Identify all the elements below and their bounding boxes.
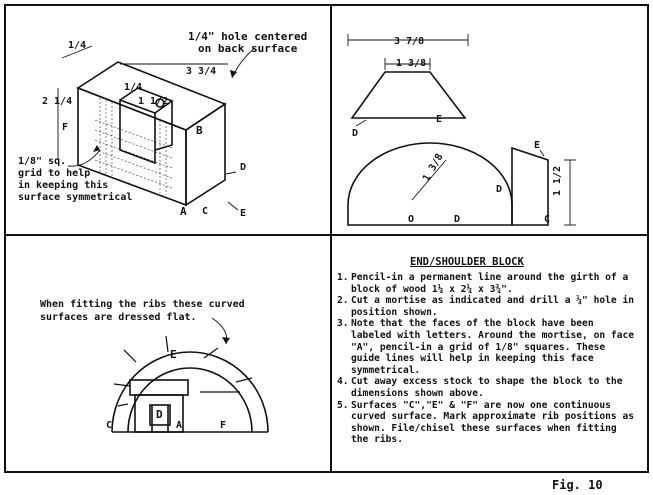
outer-arch <box>111 351 269 433</box>
view-label-c: C <box>544 214 550 225</box>
face-label-e: E <box>240 208 246 219</box>
center-mortise <box>149 404 171 426</box>
view-label-e1: E <box>436 114 442 125</box>
dim-side: 1 1/2 <box>552 166 563 196</box>
dim-right: 3 3/4 <box>186 66 216 77</box>
dim-top: 1/4 <box>68 40 86 51</box>
hole-circle <box>155 98 165 108</box>
instruction-step: 4.Cut away excess stock to shape the blo… <box>337 376 623 399</box>
dim-mortise-b: 1 1/2 <box>138 96 168 107</box>
grid-note-line3: in keeping this <box>18 179 108 191</box>
face-label-c: C <box>202 206 208 217</box>
rib-label-c: C <box>106 420 112 431</box>
hole-note-line1: 1/4" hole centered <box>188 30 307 43</box>
face-label-a: A <box>180 205 187 218</box>
semicircle-view <box>347 142 513 226</box>
top-face-outline <box>76 61 227 131</box>
grid-note-line2: grid to help <box>18 167 90 179</box>
mortise-outline <box>119 98 156 165</box>
dim-inner: 1 3/8 <box>396 58 426 69</box>
face-label-d: D <box>240 162 246 173</box>
rib-label-f: F <box>220 420 226 431</box>
instruction-step: 1.Pencil-in a permanent line around the … <box>337 272 629 295</box>
rib-label-a: A <box>176 420 182 431</box>
instructions-title: END/SHOULDER BLOCK <box>410 256 524 268</box>
trapezoid-view <box>350 71 467 119</box>
rib-label-e: E <box>170 348 177 361</box>
instruction-step: 2.Cut a mortise as indicated and drill a… <box>337 295 635 318</box>
dim-left: 2 1/4 <box>42 96 72 107</box>
view-label-e2: E <box>534 140 540 151</box>
hole-note-line2: on back surface <box>198 42 298 55</box>
grid-note-line1: 1/8" sq. <box>18 156 66 167</box>
side-profile-view <box>511 146 549 226</box>
dim-overall: 3 7/8 <box>394 36 424 47</box>
instruction-step: 3.Note that the faces of the block have … <box>337 318 635 376</box>
ribs-note-line2: surfaces are dressed flat. <box>40 312 197 323</box>
face-label-f: F <box>62 122 68 133</box>
view-label-d1: D <box>352 128 358 139</box>
face-label-b: B <box>196 124 203 137</box>
panel-divider-horizontal <box>6 234 647 236</box>
figure-label: Fig. 10 <box>552 478 603 492</box>
instructions-list: 1.Pencil-in a permanent line around the … <box>337 272 639 446</box>
view-label-d2: D <box>454 214 460 225</box>
ribs-note-line1: When fitting the ribs these curved <box>40 298 245 310</box>
dim-mortise-a: 1/4 <box>124 82 142 93</box>
figure-frame <box>4 4 649 473</box>
instruction-step: 5.Surfaces "C","E" & "F" are now one con… <box>337 399 635 446</box>
view-label-o: O <box>408 214 414 225</box>
view-label-d3: D <box>496 184 502 195</box>
panel-divider-vertical <box>330 6 332 471</box>
inner-arch <box>127 367 253 433</box>
grid-note-line4: surface symmetrical <box>18 191 132 203</box>
rib-label-d: D <box>156 408 163 421</box>
